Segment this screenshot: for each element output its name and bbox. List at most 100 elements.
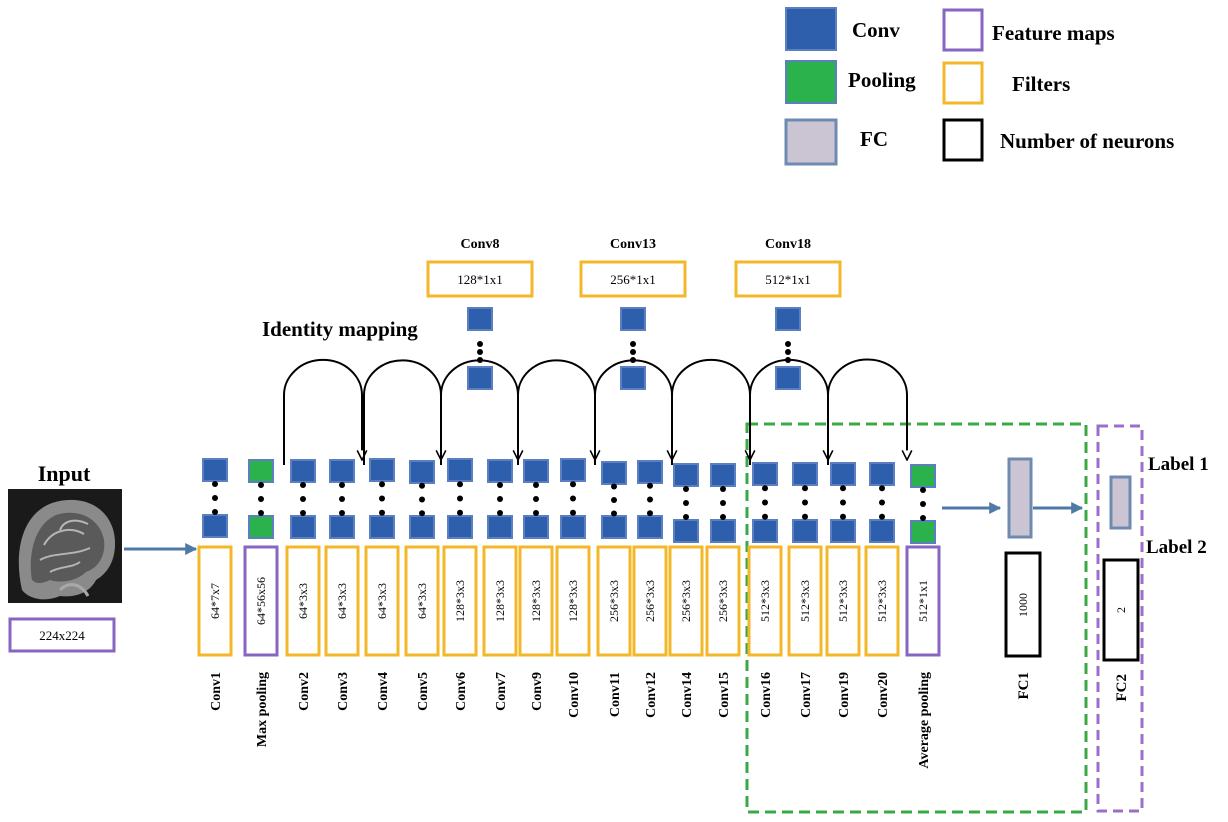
ellipsis-dot — [258, 482, 264, 488]
layer-value: 256*3x3 — [607, 580, 621, 622]
ellipsis-dot — [720, 486, 726, 492]
ellipsis-dot — [840, 513, 846, 520]
layer-name: Conv2 — [297, 672, 312, 711]
filter-box — [404, 545, 440, 657]
layer-value: 128*3x3 — [493, 580, 507, 622]
layer-name: Conv20 — [876, 672, 891, 718]
layer-name: Conv9 — [530, 672, 545, 711]
shortcut-conv-top — [467, 307, 493, 331]
filter-box — [285, 545, 321, 657]
conv-block-top — [560, 458, 586, 482]
ellipsis-dot — [419, 482, 425, 489]
layer-name: Conv17 — [799, 672, 814, 718]
legend-pooling-label: Pooling — [848, 68, 916, 92]
conv-block-bottom — [637, 515, 663, 539]
shortcut-conv-bottom — [467, 366, 493, 390]
conv-block-top — [792, 462, 818, 486]
ellipsis-dot — [920, 487, 926, 493]
pool-block-bottom — [910, 520, 936, 544]
legend-fc-swatch — [784, 118, 838, 166]
layer-value: 512*3x3 — [798, 580, 812, 622]
brain-mri-image — [8, 489, 122, 603]
ellipsis-dot — [683, 514, 689, 520]
fc1-block — [1007, 457, 1033, 539]
layer-value: 256*3x3 — [716, 580, 730, 622]
feature-map-box — [905, 545, 941, 657]
layer-name: Conv12 — [644, 672, 659, 718]
ellipsis-dot — [212, 495, 218, 501]
input-size-label: 224x224 — [39, 628, 85, 643]
ellipsis-dot — [533, 510, 539, 516]
filter-box — [364, 545, 400, 657]
layer-value: 512*3x3 — [875, 580, 889, 622]
layer-name: Conv19 — [837, 672, 852, 718]
identity-arc — [517, 359, 595, 465]
ellipsis-dot — [457, 495, 463, 502]
shortcut-filter-box — [734, 260, 842, 298]
conv-block-bottom — [447, 515, 473, 539]
legend-pooling-swatch — [785, 60, 837, 104]
ellipsis-dot — [647, 496, 653, 503]
ellipsis-dot — [533, 482, 539, 488]
ellipsis-dot — [258, 496, 264, 502]
ellipsis-dot — [497, 482, 503, 488]
shortcut-conv-bottom — [620, 366, 646, 390]
legend-feature-label: Feature maps — [992, 21, 1115, 45]
filter-box — [632, 545, 668, 657]
layer-value: 64*3x3 — [375, 583, 389, 619]
ellipsis-dot — [879, 513, 885, 520]
conv-block-bottom — [523, 515, 549, 539]
ellipsis-dot — [379, 481, 385, 488]
ellipsis-dot — [785, 357, 791, 363]
filter-box — [705, 545, 741, 657]
identity-mapping-label: Identity mapping — [262, 317, 418, 341]
pool-block-top — [248, 459, 274, 483]
shortcut-name: Conv13 — [610, 237, 656, 252]
ellipsis-dot — [570, 509, 576, 516]
ellipsis-dot — [300, 510, 306, 516]
identity-arcs — [283, 358, 907, 465]
layer-name: Conv11 — [608, 672, 623, 717]
layer-name: Conv1 — [209, 672, 224, 711]
legend-feature-swatch — [942, 8, 984, 52]
conv-block-bottom — [710, 519, 736, 543]
conv-block-bottom — [792, 519, 818, 543]
filter-box — [596, 545, 632, 657]
shortcut-filter-value: 256*1x1 — [610, 272, 656, 287]
conv-block-bottom — [601, 515, 627, 539]
identity-arc — [671, 358, 750, 465]
conv-block-top — [637, 460, 663, 484]
filter-box — [518, 545, 554, 657]
ellipsis-dot — [379, 495, 385, 502]
identity-arc — [827, 358, 907, 465]
legend-filters-swatch — [942, 61, 984, 105]
layer-name: Conv10 — [567, 672, 582, 718]
ellipsis-dot — [802, 499, 808, 506]
layer-value: 256*3x3 — [679, 580, 693, 622]
layer-value: 512*3x3 — [758, 580, 772, 622]
layer-value: 512*3x3 — [836, 580, 850, 622]
conv-block-bottom — [487, 515, 513, 539]
fc1-name: FC1 — [1016, 672, 1032, 700]
fc1-neurons-box — [1004, 551, 1042, 658]
shortcut-conv-top — [775, 307, 801, 331]
ellipsis-dot — [611, 483, 617, 490]
ellipsis-dot — [879, 485, 885, 492]
filter-box — [197, 545, 233, 657]
ellipsis-dot — [683, 500, 689, 506]
ellipsis-dot — [785, 341, 791, 347]
filter-box — [482, 545, 518, 657]
legend-neurons-label: Number of neurons — [1000, 129, 1174, 153]
ellipsis-dot — [785, 349, 791, 355]
ellipsis-dot — [840, 499, 846, 506]
